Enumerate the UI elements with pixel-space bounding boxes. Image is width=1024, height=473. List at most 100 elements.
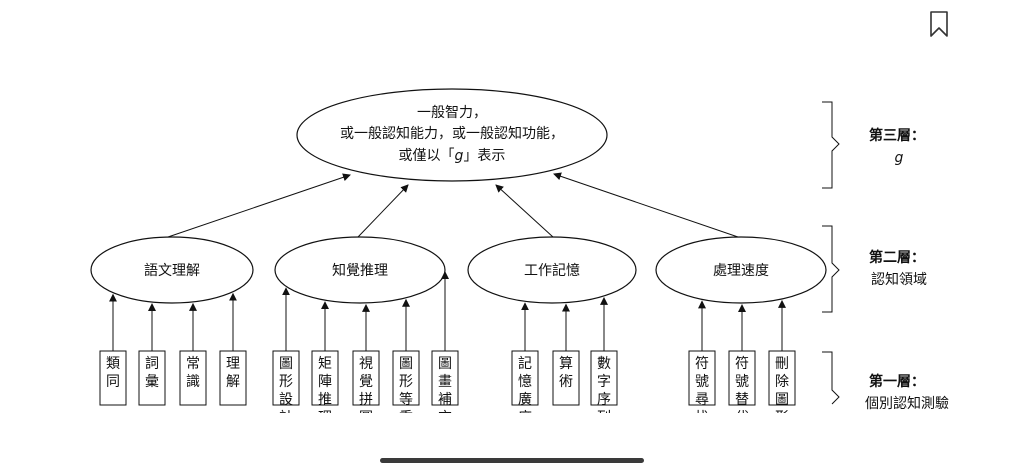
domain-ellipse [467, 236, 637, 304]
subtest-char: 識 [186, 374, 200, 390]
domain-ellipse [274, 236, 446, 304]
subtest-char: 圖 [279, 356, 293, 372]
subtest-rect [688, 350, 716, 406]
top-node-line2: 或一般認知能力，或一般認知功能， [340, 125, 564, 142]
domain-label: 語文理解 [144, 263, 200, 279]
subtest-rect [590, 350, 618, 406]
subtest-char: 形 [775, 410, 789, 426]
subtest-char: 替 [735, 392, 749, 408]
home-indicator[interactable] [380, 458, 644, 463]
subtest-rect [311, 350, 339, 406]
level-second-brace [822, 225, 840, 313]
subtest-char: 詞 [145, 356, 159, 372]
subtest-char: 廣 [518, 391, 532, 408]
domain-label: 知覺推理 [332, 262, 388, 279]
cognitive-domain-layer: 語文理解 知覺推理 工作記憶 處理速度 [90, 172, 827, 304]
subtest-rect [431, 350, 459, 406]
subtest-box: 詞彙 [138, 302, 166, 406]
top-node-line1: 一般智力， [417, 105, 487, 121]
subtest-char: 度 [518, 410, 532, 426]
top-node-general-intelligence: 一般智力， 或一般認知能力，或一般認知功能， 或僅以「g」表示 [296, 88, 608, 182]
subtest-char: 圖 [359, 410, 373, 426]
subtest-char: 形 [399, 374, 413, 390]
subtest-char: 同 [106, 374, 120, 390]
subtest-char: 理 [318, 410, 332, 426]
subtest-char: 列 [597, 410, 611, 426]
subtest-char: 陣 [318, 374, 332, 390]
subtest-rect [138, 350, 166, 406]
level-second-sub: 認知領域 [871, 271, 927, 288]
arrow-domain-to-g [357, 184, 409, 238]
subtest-box: 理解 [219, 292, 247, 406]
subtest-char: 重 [399, 410, 413, 426]
subtest-rect [768, 350, 796, 406]
subtest-rect [728, 350, 756, 406]
subtest-box: 常識 [179, 302, 207, 406]
domain-label: 工作記憶 [524, 262, 580, 279]
level-third-sub: g [895, 150, 904, 166]
domain-label: 處理速度 [713, 263, 769, 279]
subtest-rect [352, 350, 380, 406]
subtest-char: 記 [518, 355, 532, 372]
subtest-char: 字 [597, 374, 611, 390]
domain-ellipse [655, 236, 827, 304]
subtest-char: 術 [559, 374, 573, 390]
subtest-char: 推 [318, 392, 332, 408]
subtest-char: 類 [106, 356, 120, 372]
subtest-char: 圖 [775, 392, 789, 408]
subtest-char: 形 [279, 374, 293, 390]
subtest-char: 矩 [318, 356, 332, 372]
subtest-char: 常 [186, 356, 200, 372]
domain-ellipse [90, 236, 254, 304]
level-first-brace [822, 351, 840, 405]
domain-node-4: 處理速度 [553, 172, 827, 304]
level-first-title: 第一層： [869, 373, 925, 390]
subtest-char: 彙 [145, 374, 159, 390]
subtest-char: 找 [695, 410, 709, 426]
subtest-box: 類同 [99, 293, 127, 406]
subtest-rect [219, 350, 247, 406]
subtest-char: 解 [226, 374, 240, 390]
subtest-rect [511, 350, 539, 406]
level-second: 第二層： 認知領域 [822, 225, 927, 313]
subtest-char: 充 [438, 410, 452, 426]
subtest-char: 數 [597, 356, 611, 372]
subtest-rect [99, 350, 127, 406]
arrow-domain-to-g [167, 173, 351, 238]
subtest-rect [392, 350, 420, 406]
subtest-char: 序 [597, 392, 611, 408]
subtest-char: 刪 [775, 356, 789, 372]
subtest-char: 圖 [438, 356, 452, 372]
subtest-char: 號 [735, 374, 749, 390]
subtest-char: 視 [359, 356, 373, 372]
subtest-char: 覺 [359, 374, 373, 390]
level-third: 第三層： g [822, 101, 925, 189]
subtest-char: 等 [399, 391, 413, 408]
subtest-char: 代 [735, 410, 749, 426]
domain-node-3: 工作記憶 [467, 184, 637, 304]
bookmark-icon[interactable] [926, 10, 952, 38]
domain-node-2: 知覺推理 [274, 184, 446, 304]
subtest-char: 補 [438, 392, 452, 408]
level-second-title: 第二層： [869, 249, 925, 266]
subtest-rect [272, 350, 300, 406]
subtest-char: 符 [695, 356, 709, 372]
level-third-brace [822, 101, 840, 189]
level-third-title: 第三層： [869, 127, 925, 144]
arrow-domain-to-g [495, 184, 554, 238]
subtest-char: 號 [695, 374, 709, 390]
subtest-char: 拼 [359, 392, 373, 408]
arrow-domain-to-g [553, 172, 739, 238]
domain-node-1: 語文理解 [90, 173, 351, 304]
top-node-line3: 或僅以「g」表示 [399, 148, 506, 164]
